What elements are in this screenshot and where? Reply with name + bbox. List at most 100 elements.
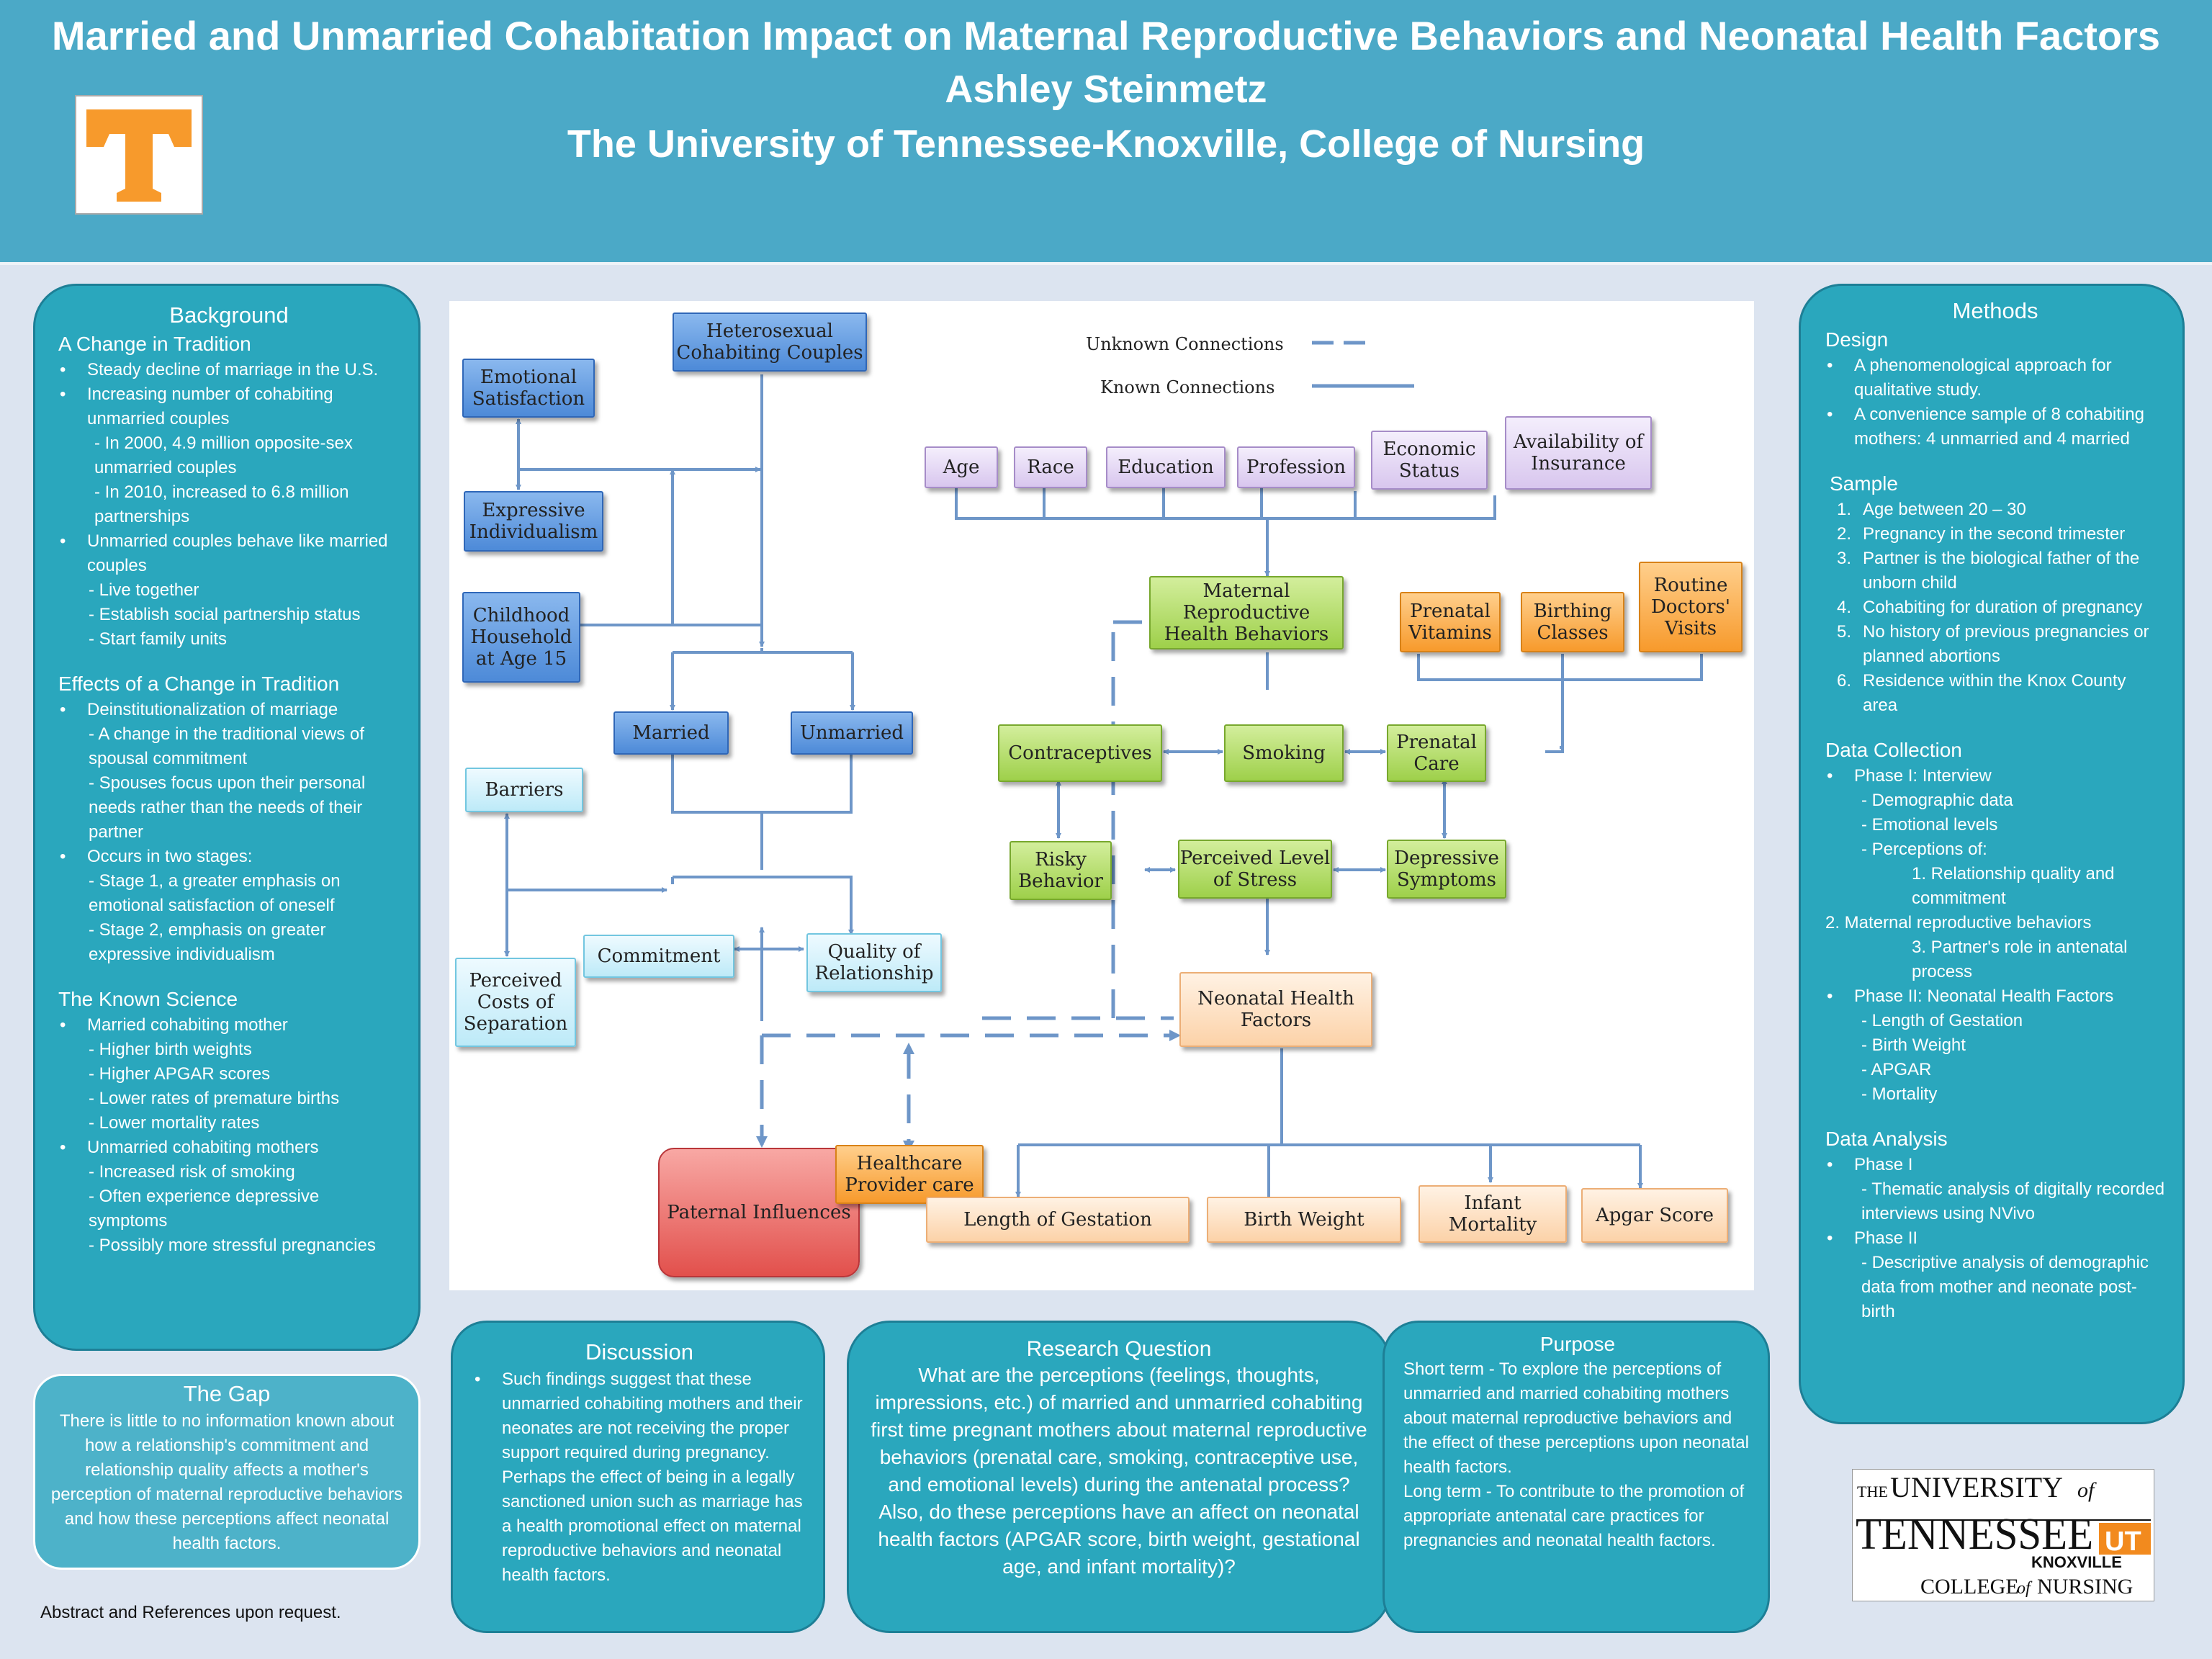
change-in-tradition-item: Increasing number of cohabiting unmarrie… [58,382,400,431]
purpose-heading: Purpose [1539,1333,1616,1355]
sample-list: 1.Age between 20 – 30 2.Pregnancy in the … [1825,498,2165,718]
change-in-tradition-item: - Establish social partnership status [89,605,361,624]
discussion-text: Such findings suggest that these unmarri… [473,1367,806,1588]
design-item: A phenomenological approach for qualitat… [1825,354,2165,403]
svg-text:KNOXVILLE: KNOXVILLE [2031,1553,2122,1571]
sample-criterion: 2.Pregnancy in the second trimester [1837,524,2126,544]
legend-known-label: Known Connections [1100,377,1275,397]
data-collection-item: - Length of Gestation [1861,1011,2023,1030]
node-profession: Profession [1237,446,1355,488]
svg-text:of: of [2017,1579,2033,1598]
design-item: A convenience sample of 8 cohabiting mot… [1825,403,2165,451]
node-quality-of-relationship: Quality of Relationship [806,933,942,992]
effects-heading: Effects of a Change in Tradition [58,673,340,695]
node-birthing-classes: Birthing Classes [1521,592,1624,652]
svg-text:UT: UT [2105,1527,2141,1557]
gap-heading: The Gap [183,1381,271,1406]
ut-college-of-nursing-logo: THE UNIVERSITY of TENNESSEE UT KNOXVILLE… [1852,1469,2154,1601]
data-collection-item: - APGAR [1861,1060,1932,1079]
node-barriers: Barriers [465,768,583,812]
purpose-long-term: Long term - To contribute to the promoti… [1403,1482,1745,1550]
node-risky-behavior: Risky Behavior [1010,841,1112,900]
sample-criterion: 3.Partner is the biological father of th… [1837,549,2140,593]
change-in-tradition-heading: A Change in Tradition [58,333,251,355]
node-married: Married [613,711,729,755]
effects-item: - A change in the traditional views of s… [89,724,364,768]
node-race: Race [1014,446,1087,488]
known-science-item: Unmarried cohabiting mothers [58,1136,400,1160]
purpose-panel: Purpose Short term - To explore the perc… [1382,1321,1770,1633]
tennessee-t-logo [75,95,203,215]
diagram-connectors [504,341,1703,1210]
change-in-tradition-item: - Live together [89,580,199,600]
change-in-tradition-item: - In 2010, increased to 6.8 million part… [94,482,349,526]
data-collection-item: - Mortality [1861,1084,1938,1104]
node-heterosexual-couples: Heterosexual Cohabiting Couples [673,313,867,372]
svg-text:NURSING: NURSING [2037,1575,2133,1599]
poster-header: Married and Unmarried Cohabitation Impac… [0,0,2212,265]
data-collection-item: - Birth Weight [1861,1035,1966,1055]
design-list: A phenomenological approach for qualitat… [1825,354,2165,451]
change-in-tradition-item: - Start family units [89,629,228,649]
known-science-item: - Higher birth weights [89,1040,252,1059]
effects-item: Occurs in two stages: [58,845,400,869]
sample-criterion: 1.Age between 20 – 30 [1837,500,2026,519]
node-prenatal-care: Prenatal Care [1387,724,1486,782]
sample-criterion: 5.No history of previous pregnancies or … [1837,622,2149,666]
node-infant-mortality: Infant Mortality [1419,1185,1567,1243]
node-perceived-costs: Perceived Costs of Separation [455,958,576,1047]
change-in-tradition-item: Unmarried couples behave like married co… [58,529,400,578]
sample-heading: Sample [1830,472,1898,495]
node-paternal-influences: Paternal Influences [658,1148,860,1277]
abstract-note: Abstract and References upon request. [40,1603,341,1622]
poster-title: Married and Unmarried Cohabitation Impac… [51,13,2161,58]
known-science-item: - Possibly more stressful pregnancies [89,1236,376,1255]
node-prenatal-vitamins: Prenatal Vitamins [1400,592,1501,652]
author-name: Ashley Steinmetz [945,68,1267,111]
known-science-item: - Often experience depressive symptoms [89,1187,320,1231]
change-in-tradition-item: Steady decline of marriage in the U.S. [58,358,400,382]
conceptual-diagram: Unknown Connections Known Connections He… [449,301,1754,1290]
data-collection-item: Phase II: Neonatal Health Factors [1825,984,2165,1009]
research-question-heading: Research Question [1026,1337,1212,1361]
known-science-item: - Higher APGAR scores [89,1064,271,1084]
gap-text: There is little to no information known … [50,1411,403,1553]
effects-item: - Stage 2, emphasis on greater expressiv… [89,920,326,964]
known-science-list: Married cohabiting mother - Higher birth … [58,1013,400,1258]
node-education: Education [1106,446,1226,488]
node-commitment: Commitment [583,935,734,978]
data-collection-item: 2. Maternal reproductive behaviors [1825,913,2092,932]
legend-unknown-label: Unknown Connections [1086,334,1284,354]
gap-panel: The Gap There is little to no informatio… [33,1374,421,1570]
discussion-panel: Discussion Such findings suggest that th… [451,1321,825,1633]
node-perceived-stress: Perceived Level of Stress [1178,840,1332,899]
svg-text:of: of [2077,1478,2097,1502]
background-panel: Background A Change in Tradition Steady … [33,284,421,1351]
node-expressive-individualism: Expressive Individualism [464,491,603,552]
data-analysis-item: - Descriptive analysis of demographic da… [1861,1253,2149,1321]
discussion-heading: Discussion [585,1339,693,1364]
data-analysis-item: - Thematic analysis of digitally recorde… [1861,1179,2165,1223]
node-age: Age [925,446,998,488]
node-birth-weight: Birth Weight [1207,1197,1401,1243]
data-collection-item: 1. Relationship quality and commitment [1912,864,2115,908]
node-childhood-household: Childhood Household at Age 15 [462,592,580,683]
known-science-item: Married cohabiting mother [58,1013,400,1038]
methods-heading: Methods [1952,298,2038,323]
data-collection-heading: Data Collection [1825,739,1962,761]
ut-logo-graphic: THE UNIVERSITY of TENNESSEE UT KNOXVILLE… [1856,1471,2151,1599]
data-analysis-list: Phase I- Thematic analysis of digitally … [1825,1153,2165,1324]
affiliation: The University of Tennessee-Knoxville, C… [567,122,1645,166]
known-science-heading: The Known Science [58,988,238,1010]
node-apgar-score: Apgar Score [1581,1188,1728,1243]
effects-item: Deinstitutionalization of marriage [58,698,400,722]
node-insurance: Availability of Insurance [1505,416,1652,490]
svg-text:TENNESSEE: TENNESSEE [1856,1510,2093,1559]
change-in-tradition-list: Steady decline of marriage in the U.S.In… [58,358,400,652]
research-question-panel: Research Question What are the perceptio… [847,1321,1391,1633]
node-neonatal-health-factors: Neonatal Health Factors [1179,972,1372,1047]
node-emotional-satisfaction: Emotional Satisfaction [462,359,595,418]
data-analysis-item: Phase I [1825,1153,2165,1177]
node-unmarried: Unmarried [791,711,913,755]
known-science-item: - Increased risk of smoking [89,1162,295,1182]
